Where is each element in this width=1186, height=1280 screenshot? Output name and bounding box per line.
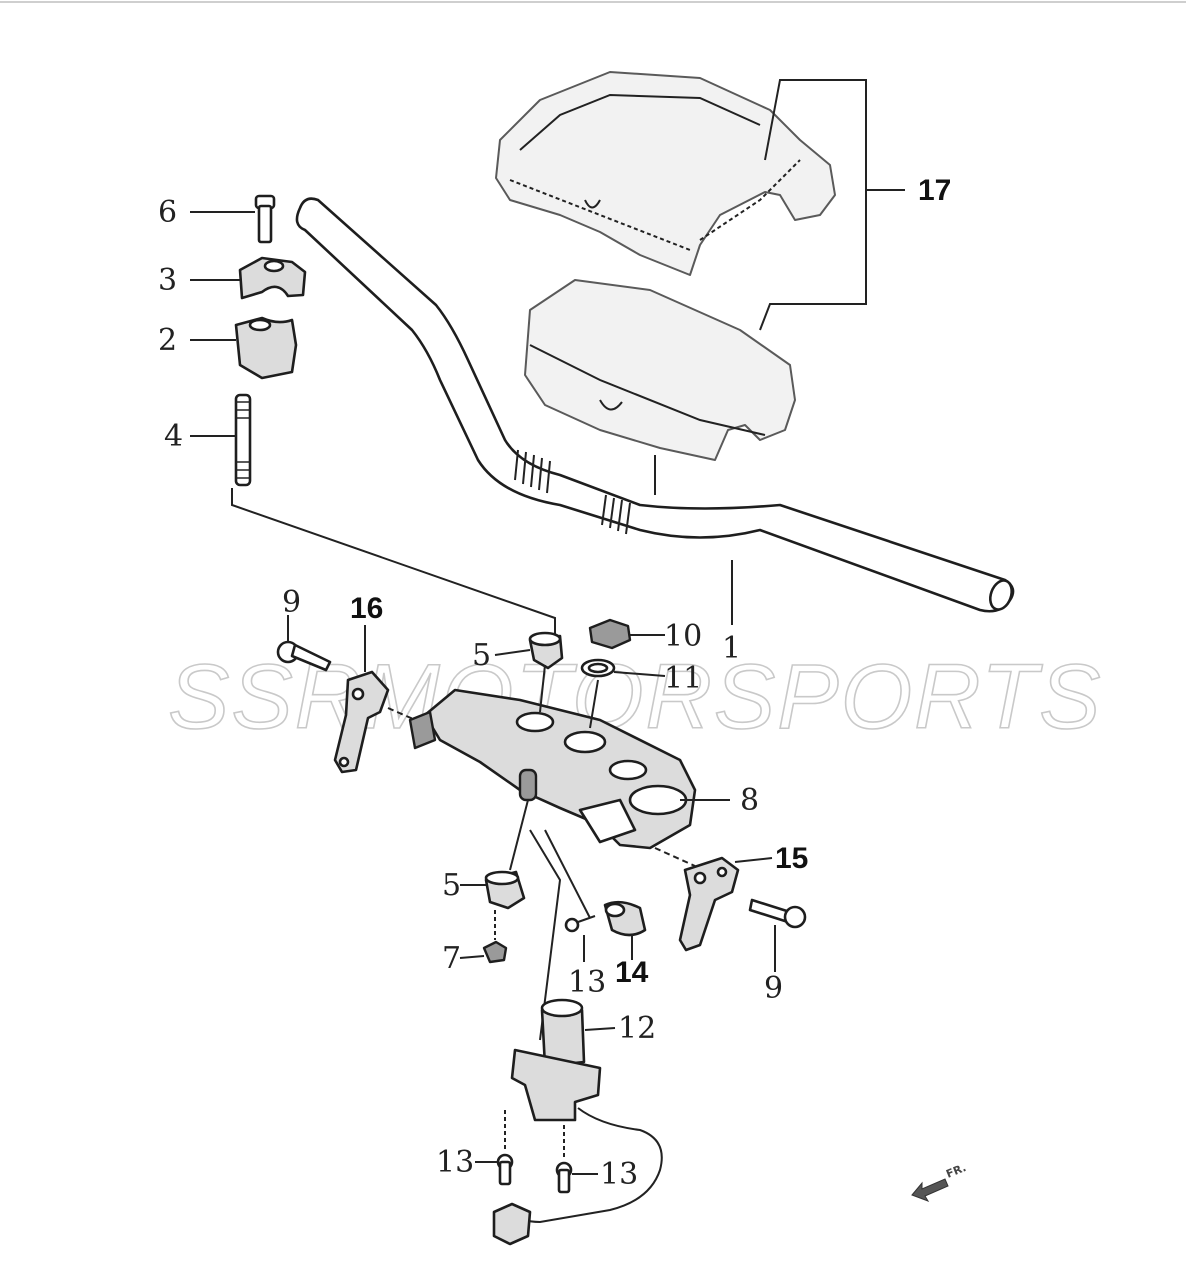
- callout-8: 8: [740, 783, 759, 818]
- part-3-upper-clamp: [190, 256, 307, 300]
- part-5-bushing-lower: [460, 799, 529, 910]
- pad-foam-notch: [599, 399, 623, 411]
- callout-12: 12: [618, 1011, 656, 1046]
- part-7-nut: [459, 910, 508, 964]
- callout-9-right: 9: [764, 971, 783, 1006]
- callout-7: 7: [442, 941, 461, 976]
- callout-13-lower-right: 13: [600, 1157, 638, 1192]
- part-10-nut: [588, 618, 665, 650]
- fr-label: FR.: [944, 1161, 968, 1181]
- part-17-handlebar-pad: [495, 71, 905, 495]
- callout-13-lower-left: 13: [436, 1145, 474, 1180]
- callout-1: 1: [722, 631, 741, 666]
- part-8-triple-clamp: [408, 664, 730, 850]
- callout-9-left: 9: [282, 585, 301, 620]
- part-6-bolt: [190, 194, 276, 244]
- callout-3: 3: [158, 263, 177, 298]
- part-12-ignition-switch: [492, 998, 663, 1246]
- callout-16: 16: [350, 592, 383, 625]
- part-5-bushing-upper: [494, 631, 564, 670]
- part-13-screws-lower: [475, 1110, 598, 1194]
- part-14-clamp: [529, 829, 647, 1041]
- part-9-bolt-left: [276, 615, 332, 672]
- part-11-washer: [580, 658, 666, 678]
- callout-10: 10: [664, 619, 702, 654]
- ignition-connector: [492, 1202, 532, 1246]
- callout-5-lower: 5: [442, 868, 461, 903]
- callout-17-bracket: [759, 79, 867, 331]
- callout-11: 11: [664, 661, 702, 696]
- part-1-handlebar: [295, 197, 1015, 625]
- ignition-wire: [514, 1107, 663, 1224]
- handlebar-end: [988, 579, 1014, 611]
- part-15-bracket: [654, 847, 773, 952]
- pad-foam-edge: [529, 344, 766, 436]
- assembly-line-mid: [544, 829, 591, 919]
- callout-15: 15: [775, 842, 808, 875]
- assembly-line-lower: [529, 829, 562, 1041]
- callout-labels: 17 6 3 2 4 9 16 5 10 1 11 8 15 5 7 13 14…: [158, 174, 951, 1192]
- callout-14: 14: [615, 956, 649, 989]
- callout-2: 2: [158, 323, 177, 358]
- part-13-screw-mid: [564, 915, 596, 962]
- pad-cover-notch: [584, 199, 601, 209]
- part-16-bracket: [333, 625, 421, 774]
- pad-cover-texture-2: [699, 159, 801, 241]
- callout-17: 17: [918, 174, 951, 207]
- callout-13-mid: 13: [568, 965, 606, 1000]
- callout-5-upper: 5: [472, 638, 491, 673]
- front-direction-arrow: FR.: [911, 1161, 968, 1202]
- pad-cover: [495, 71, 836, 276]
- callout-6: 6: [158, 195, 177, 230]
- pad-cover-ridge: [519, 93, 761, 151]
- part-4-stud: [190, 393, 556, 640]
- stud-assembly-line: [231, 488, 556, 640]
- part-9-bolt-right: [748, 898, 807, 972]
- handlebar-knurl: [514, 449, 631, 535]
- callout-4: 4: [164, 419, 183, 454]
- part-2-lower-clamp: [190, 316, 298, 380]
